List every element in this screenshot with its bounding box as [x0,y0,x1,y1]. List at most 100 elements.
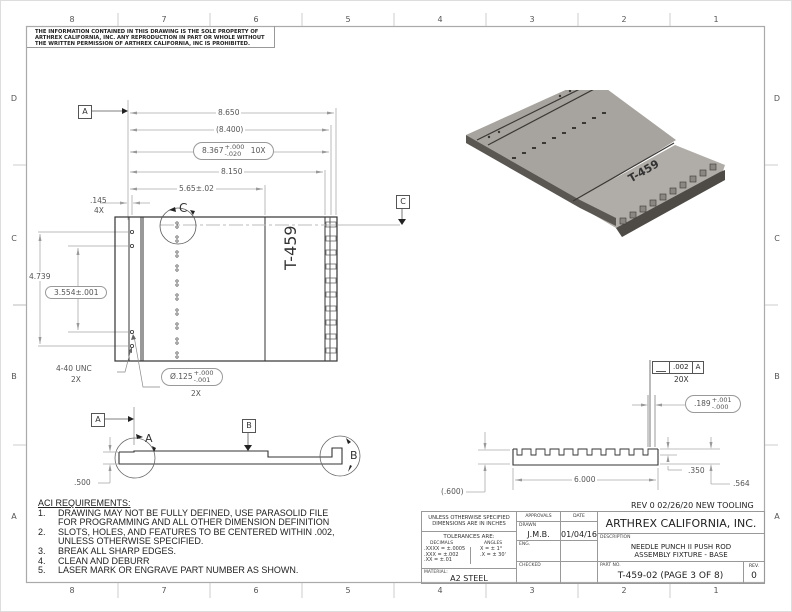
item-text: BREAK ALL SHARP EDGES. [58,545,177,556]
zone-label-top: 3 [529,15,535,24]
dim-qty: 10X [250,146,266,155]
notice-line: ARTHREX CALIFORNIA, INC. ANY REPRODUCTIO… [35,35,265,41]
dim-edge-offset: .145 [90,196,107,205]
dim-pocket-length: 5.65±.02 [177,184,216,193]
dim-value: 5.65 [179,184,196,193]
zone-label-bottom: 1 [713,586,719,595]
zone-label-side: C [11,234,17,243]
zone-label-top: 1 [713,15,719,24]
zone-label-bottom: 8 [69,586,75,595]
requirement-item: 5. LASER MARK OR ENGRAVE PART NUMBER AS S… [38,566,335,576]
dim-value: .189 [694,399,711,408]
zone-label-top: 7 [161,15,167,24]
parallelism-symbol-icon [653,362,670,373]
units-note-line: DIMENSIONS ARE IN INCHES [432,521,506,527]
zone-label-side: C [774,234,780,243]
tol-plus: +.001 [711,396,732,404]
fcf-datum: A [695,363,701,371]
zone-label-side: B [11,372,17,381]
drawn-date: 01/04/16 [561,530,597,539]
tolerances-title: TOLERANCES ARE: [443,534,495,540]
dim-tol: ±.001 [75,288,99,297]
material-label: MATERIAL: [424,570,448,575]
zone-label-bottom: 5 [345,586,351,595]
checked-cell: CHECKED [516,561,561,584]
revision-value: 0 [751,571,757,581]
item-number: 5. [38,565,46,576]
description-label: DESCRIPTION [600,535,631,540]
fcf-tolerance: .002 [670,362,693,373]
tol-minus: -.020 [224,150,242,158]
revision-label: REV. [749,564,759,569]
checked-label: CHECKED [519,563,541,568]
zone-label-bottom: 3 [529,586,535,595]
units-note: UNLESS OTHERWISE SPECIFIED DIMENSIONS AR… [421,511,517,532]
requirement-item: 3.BREAK ALL SHARP EDGES. [38,545,335,557]
dim-overall-length: 8.650 [216,108,242,117]
dim-height-ref: (.600) [441,487,464,496]
angles-label: ANGLES [484,541,503,546]
zone-label-bottom: 7 [161,586,167,595]
tol-plus: +.000 [193,369,214,377]
item-text: LASER MARK OR ENGRAVE PART NUMBER AS SHO… [58,565,299,576]
dim-end-width: 6.000 [572,475,598,484]
detail-c-label: C [179,201,188,215]
dim-slot-length: 8.367+.000-.020 10X [193,142,275,160]
pin-hole-callout: Ø.125+.000-.001 [161,368,223,386]
dim-edge-qty: 4X [94,206,104,215]
decimal-tolerance: .XX = ±.01 [424,557,452,563]
dim-slot-depth: .350 [688,466,705,475]
requirements-notes: ACI REQUIREMENTS: 1.DRAWING MAY NOT BE F… [38,498,335,576]
zone-label-top: 6 [253,15,259,24]
material-value: A2 STEEL [450,574,488,583]
units-note-line: UNLESS OTHERWISE SPECIFIED [428,515,510,521]
zone-label-bottom: 6 [253,586,259,595]
requirement-item: 1.DRAWING MAY NOT BE FULLY DEFINED, USE … [38,507,335,528]
datum-c-label: C [396,195,410,209]
description-line: ASSEMBLY FIXTURE - BASE [634,551,728,559]
zone-label-side: D [773,94,781,103]
item-number: 2. [38,526,46,537]
dim-value: 8.367 [202,146,224,155]
dim-value: 3.554 [54,288,76,297]
item-number: 1. [38,507,46,518]
angle-tolerance: X = ± 1° [480,546,503,552]
zone-label-top: 2 [621,15,627,24]
eng-cell: ENG. [516,540,561,562]
tol-plus: +.000 [224,143,245,151]
dim-slot-width: .189+.001-.000 [685,395,741,413]
notice-line: THE WRITTEN PERMISSION OF ARTHREX CALIFO… [35,41,250,47]
requirement-item: 2. SLOTS, HOLES, AND FEATURES TO BE CENTE… [38,526,335,547]
zone-label-side: B [774,372,780,381]
checked-date-cell [560,561,598,584]
item-text: SLOTS, HOLES, AND FEATURES TO BE CENTERE… [58,526,335,547]
zone-label-top: 8 [69,15,75,24]
dim-thickness: .500 [74,478,91,487]
requirement-item: 4.CLEAN AND DEBURR [38,556,335,567]
side-datum-b-label: B [242,419,256,433]
tap-qty: 2X [71,375,81,384]
part-number-label: PART NO. [600,563,621,568]
dim-tol: ±.02 [195,184,214,193]
zone-label-top: 5 [345,15,351,24]
tol-minus: -.000 [711,403,729,411]
zone-label-side: D [10,94,18,103]
zone-label-side: A [11,512,17,521]
detail-b-label: B [350,449,358,462]
part-number: T-459-02 (PAGE 3 OF 8) [617,571,724,581]
decimal-tolerance: .XXX = ±.002 [424,551,459,558]
part-number-cell: PART NO. T-459-02 (PAGE 3 OF 8) [597,561,744,584]
dim-value: .125 [175,372,193,381]
dim-hole-spacing: 3.554±.001 [45,286,108,299]
diameter-symbol: Ø [170,372,176,381]
decimals-label: DECIMALS [430,541,454,546]
description-line: NEEDLE PUNCH II PUSH ROD [630,543,732,551]
fcf-qty: 20X [674,375,689,384]
isometric-view [466,90,725,237]
tol-minus: -.001 [193,376,211,384]
company-name: ARTHREX CALIFORNIA, INC. [605,517,757,530]
revision-cell: REV. 0 [743,561,765,584]
dim-step-length: 8.150 [219,167,245,176]
eng-date-cell [560,540,598,562]
